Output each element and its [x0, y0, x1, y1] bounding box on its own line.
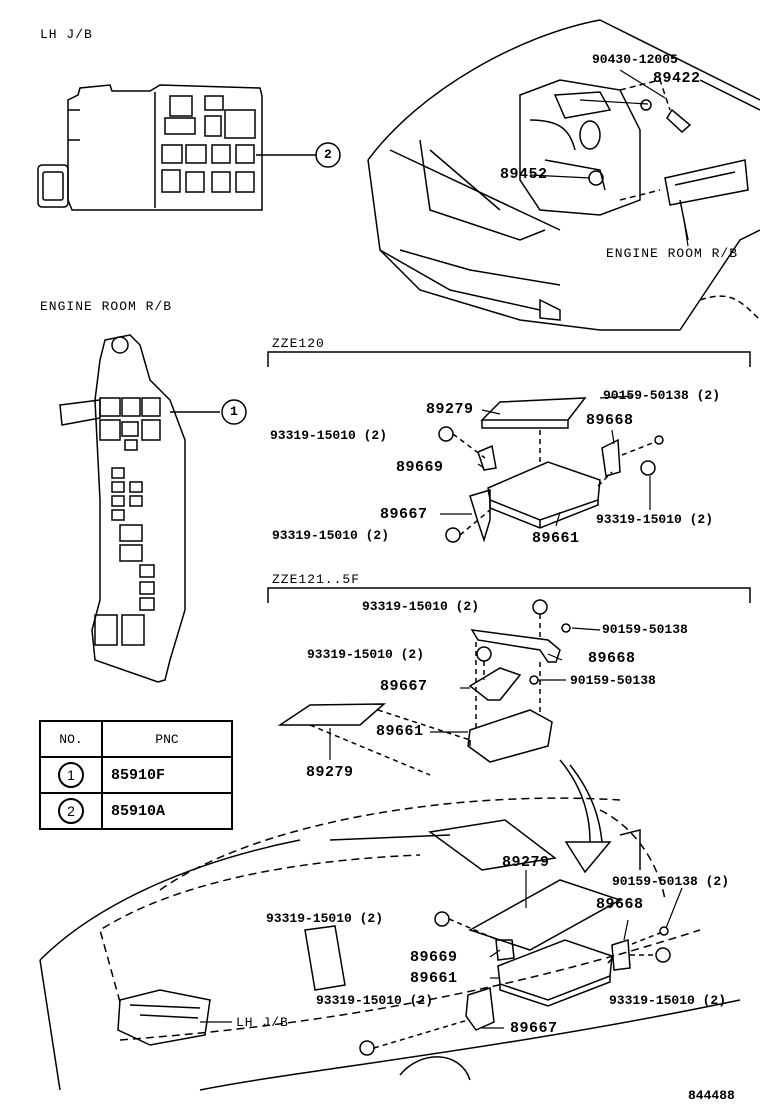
zze121-part-89661: 89661: [376, 723, 424, 740]
engine-room-rb-section-caption: ENGINE ROOM R/B: [40, 299, 173, 314]
dash-part-89661: 89661: [410, 970, 458, 987]
dash-part-89279: 89279: [502, 854, 550, 871]
part-90430-12005: 90430-12005: [592, 52, 678, 67]
zze121-part-89667: 89667: [380, 678, 428, 695]
direction-arrow: [559, 759, 612, 874]
callout-number-1: 1: [230, 404, 238, 419]
dash-part-90159-50138: 90159-50138 (2): [612, 874, 730, 889]
engine-bay-drawing: [367, 19, 760, 331]
zze121-part-90159-50138-b: 90159-50138: [570, 673, 656, 688]
dash-part-89667: 89667: [510, 1020, 558, 1037]
table-cell-no: 1: [39, 756, 103, 794]
pnc-table: NO. PNC 1 85910F 2 85910A: [39, 720, 233, 830]
figure-number: 844488: [688, 1088, 735, 1103]
zze120-part-93319-15010-b: 93319-15010 (2): [272, 528, 390, 543]
engine-room-rb-callout: ENGINE ROOM R/B: [606, 246, 739, 261]
leader-lines: [200, 69, 689, 1029]
zze120-bracket: [267, 351, 751, 367]
zze120-part-89661: 89661: [532, 530, 580, 547]
zze120-section-caption: ZZE120: [272, 336, 325, 351]
dash-part-89669: 89669: [410, 949, 458, 966]
table-header-no: NO.: [39, 720, 103, 758]
dash-part-93319-15010-c: 93319-15010 (2): [609, 993, 727, 1008]
zze120-part-93319-15010-a: 93319-15010 (2): [270, 428, 388, 443]
dashboard-drawing: [39, 797, 741, 1091]
zze121-part-89279: 89279: [306, 764, 354, 781]
dash-part-89668: 89668: [596, 896, 644, 913]
part-89422: 89422: [653, 70, 701, 87]
zze121-section-caption: ZZE121..5F: [272, 572, 361, 587]
callout-number-2: 2: [324, 147, 332, 162]
table-row: 1 85910F: [39, 756, 233, 794]
zze120-part-93319-15010-c: 93319-15010 (2): [596, 512, 714, 527]
lh-jb-section-caption: LH J/B: [40, 27, 93, 42]
dash-part-93319-15010-a: 93319-15010 (2): [266, 911, 384, 926]
lh-jb-box-drawing: [37, 84, 341, 211]
zze121-part-89668: 89668: [588, 650, 636, 667]
table-header-row: NO. PNC: [39, 720, 233, 758]
table-cell-no: 2: [39, 792, 103, 830]
zze120-part-89668: 89668: [586, 412, 634, 429]
table-cell-pnc: 85910A: [101, 792, 233, 830]
zze121-part-90159-50138-a: 90159-50138: [602, 622, 688, 637]
table-cell-pnc: 85910F: [101, 756, 233, 794]
dash-part-93319-15010-b: 93319-15010 (2): [316, 993, 434, 1008]
table-row: 2 85910A: [39, 792, 233, 830]
part-89452: 89452: [500, 166, 548, 183]
zze121-bracket: [267, 587, 751, 603]
engine-room-rb-box-drawing: [59, 334, 247, 683]
table-header-pnc: PNC: [101, 720, 233, 758]
table-row-number: 2: [58, 798, 84, 824]
zze121-part-93319-15010-b: 93319-15010 (2): [307, 647, 425, 662]
dash-lh-jb-callout: LH J/B: [236, 1015, 289, 1030]
table-row-number: 1: [58, 762, 84, 788]
zze120-part-89667: 89667: [380, 506, 428, 523]
zze120-part-89669: 89669: [396, 459, 444, 476]
zze120-assembly-drawing: [438, 397, 664, 543]
zze120-part-89279: 89279: [426, 401, 474, 418]
zze121-part-93319-15010-a: 93319-15010 (2): [362, 599, 480, 614]
zze120-part-90159-50138: 90159-50138 (2): [603, 388, 721, 403]
